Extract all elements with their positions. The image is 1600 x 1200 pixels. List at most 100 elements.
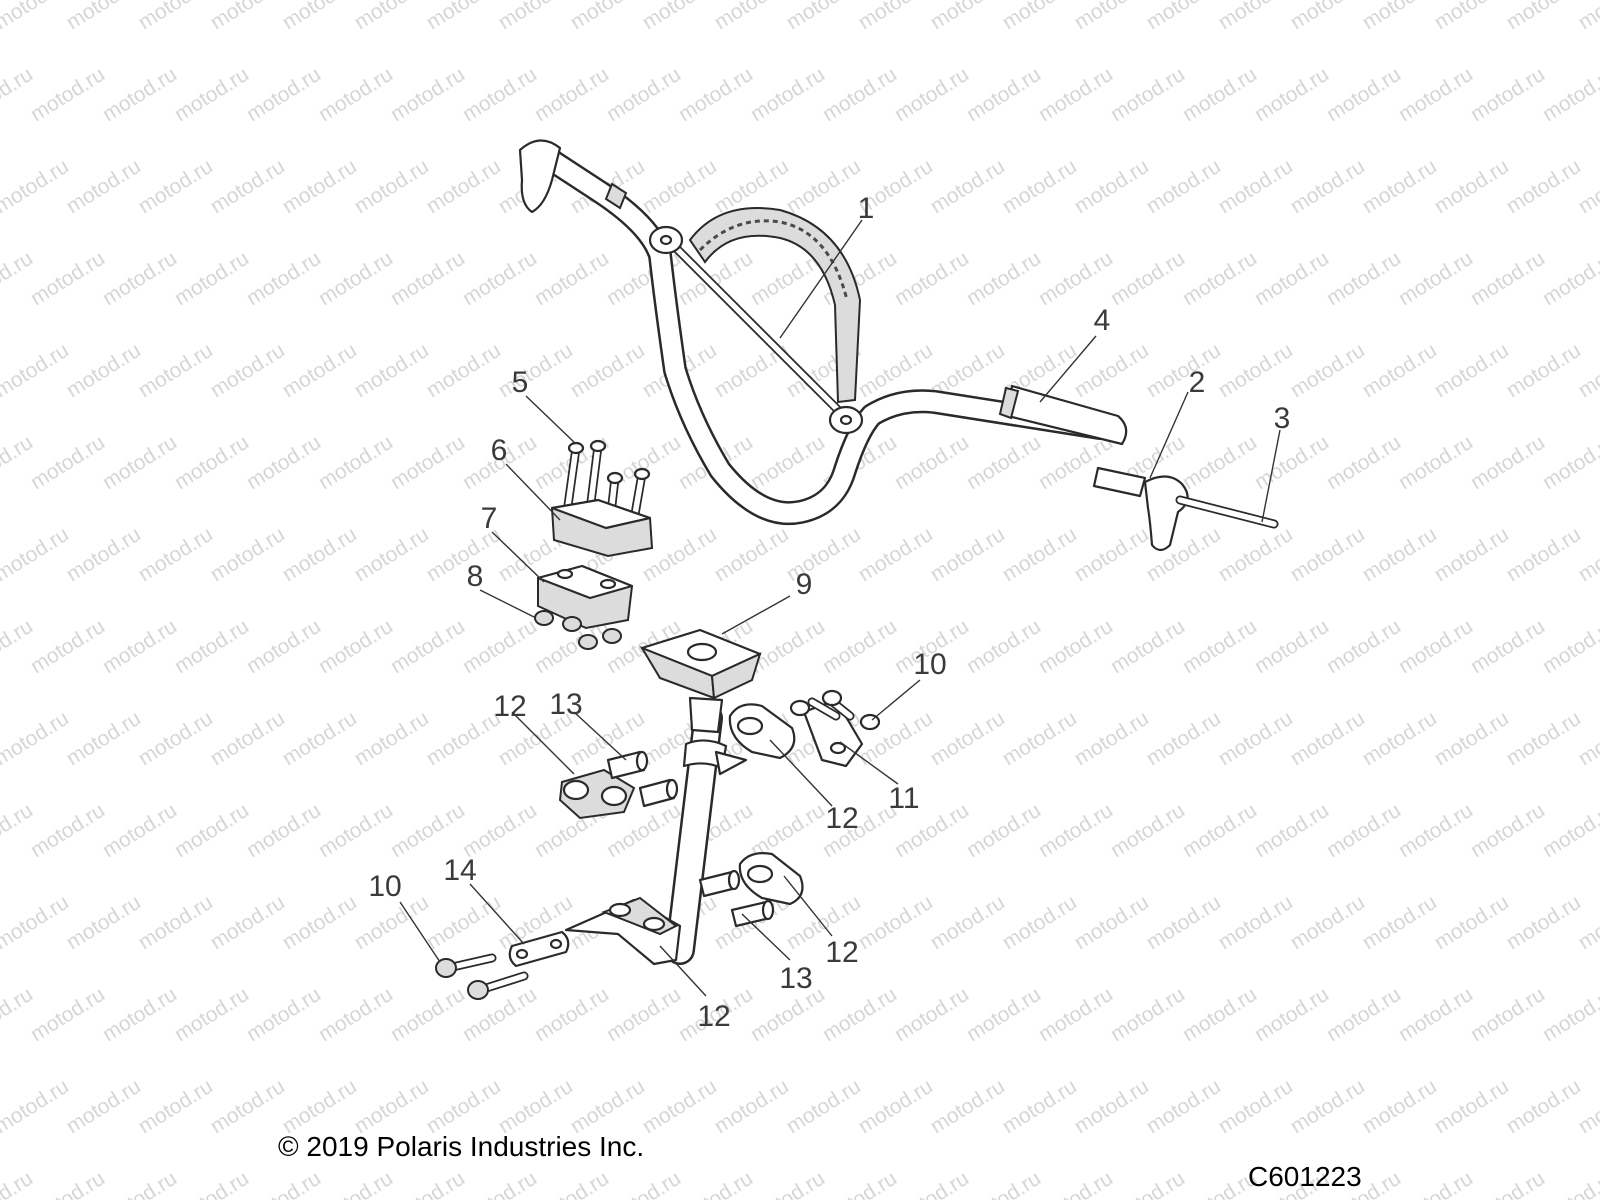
- watermark-text: motod.ru: [242, 63, 324, 126]
- watermark-text: motod.ru: [890, 63, 972, 126]
- watermark-text: motod.ru: [1178, 63, 1260, 126]
- watermark-text: motod.ru: [62, 1075, 144, 1138]
- watermark-text: motod.ru: [1034, 1167, 1116, 1200]
- watermark-text: motod.ru: [0, 799, 37, 862]
- watermark-text: motod.ru: [242, 983, 324, 1046]
- watermark-text: motod.ru: [242, 247, 324, 310]
- watermark-text: motod.ru: [1502, 339, 1584, 402]
- watermark-text: motod.ru: [1430, 891, 1512, 954]
- callout-14: 14: [443, 854, 476, 887]
- watermark-text: motod.ru: [1430, 523, 1512, 586]
- watermark-text: motod.ru: [422, 891, 504, 954]
- watermark-text: motod.ru: [0, 1167, 37, 1200]
- watermark-text: motod.ru: [1358, 523, 1440, 586]
- watermark-text: motod.ru: [854, 0, 936, 34]
- watermark-text: motod.ru: [314, 983, 396, 1046]
- watermark-text: motod.ru: [1538, 431, 1600, 494]
- watermark-text: motod.ru: [1538, 983, 1600, 1046]
- watermark-text: motod.ru: [314, 431, 396, 494]
- callout-10-right: 10: [913, 648, 946, 681]
- watermark-text: motod.ru: [1034, 63, 1116, 126]
- throttle-rod: [1175, 495, 1279, 529]
- watermark-text: motod.ru: [1178, 799, 1260, 862]
- watermark-text: motod.ru: [134, 0, 216, 34]
- callout-5: 5: [512, 366, 529, 399]
- watermark-text: motod.ru: [1358, 155, 1440, 218]
- watermark-text: motod.ru: [890, 247, 972, 310]
- watermark-text: motod.ru: [1142, 891, 1224, 954]
- callout-13-lower: 13: [779, 962, 812, 995]
- watermark-text: motod.ru: [386, 247, 468, 310]
- watermark-text: motod.ru: [962, 63, 1044, 126]
- watermark-text: motod.ru: [62, 155, 144, 218]
- watermark-text: motod.ru: [854, 891, 936, 954]
- watermark-text: motod.ru: [1394, 615, 1476, 678]
- watermark-text: motod.ru: [746, 431, 828, 494]
- watermark-text: motod.ru: [1394, 983, 1476, 1046]
- watermark-text: motod.ru: [206, 1075, 288, 1138]
- watermark-text: motod.ru: [566, 0, 648, 34]
- watermark-text: motod.ru: [1466, 247, 1548, 310]
- watermark-text: motod.ru: [1502, 891, 1584, 954]
- watermark-text: motod.ru: [998, 1075, 1080, 1138]
- watermark-text: motod.ru: [98, 615, 180, 678]
- watermark-text: motod.ru: [854, 1075, 936, 1138]
- watermark-text: motod.ru: [602, 63, 684, 126]
- watermark-text: motod.ru: [0, 431, 37, 494]
- watermark-text: motod.ru: [1466, 63, 1548, 126]
- watermark-text: motod.ru: [1574, 0, 1600, 34]
- watermark-text: motod.ru: [674, 1167, 756, 1200]
- watermark-text: motod.ru: [494, 1075, 576, 1138]
- watermark-text: motod.ru: [386, 1167, 468, 1200]
- watermark-text: motod.ru: [818, 615, 900, 678]
- callout-13-upper: 13: [549, 688, 582, 721]
- watermark-text: motod.ru: [530, 63, 612, 126]
- watermark-text: motod.ru: [818, 63, 900, 126]
- watermark-text: motod.ru: [1178, 431, 1260, 494]
- watermark-text: motod.ru: [926, 891, 1008, 954]
- watermark-text: motod.ru: [1250, 983, 1332, 1046]
- watermark-text: motod.ru: [134, 1075, 216, 1138]
- watermark-text: motod.ru: [1106, 983, 1188, 1046]
- watermark-text: motod.ru: [1466, 983, 1548, 1046]
- watermark-text: motod.ru: [1322, 615, 1404, 678]
- watermark-text: motod.ru: [26, 63, 108, 126]
- watermark-text: motod.ru: [1538, 247, 1600, 310]
- watermark-text: motod.ru: [350, 0, 432, 34]
- watermark-text: motod.ru: [1322, 431, 1404, 494]
- watermark-text: motod.ru: [1286, 0, 1368, 34]
- watermark-text: motod.ru: [494, 0, 576, 34]
- watermark-text: motod.ru: [314, 615, 396, 678]
- watermark-text: motod.ru: [170, 1167, 252, 1200]
- watermark-text: motod.ru: [1538, 1167, 1600, 1200]
- watermark-text: motod.ru: [0, 523, 73, 586]
- watermark-text: motod.ru: [1142, 339, 1224, 402]
- lower-clamp: [536, 564, 634, 630]
- watermark-text: motod.ru: [278, 891, 360, 954]
- watermark-text: motod.ru: [170, 247, 252, 310]
- watermark-text: motod.ru: [1178, 247, 1260, 310]
- watermark-text: motod.ru: [530, 1167, 612, 1200]
- watermark-text: motod.ru: [386, 431, 468, 494]
- watermark-text: motod.ru: [1430, 339, 1512, 402]
- grip: [998, 384, 1128, 446]
- bracket-plate: [789, 689, 881, 768]
- watermark-text: motod.ru: [206, 523, 288, 586]
- watermark-text: motod.ru: [458, 799, 540, 862]
- watermark-text: motod.ru: [1214, 0, 1296, 34]
- watermark-text: motod.ru: [818, 1167, 900, 1200]
- watermark-text: motod.ru: [1142, 707, 1224, 770]
- watermark-text: motod.ru: [26, 983, 108, 1046]
- watermark-text: motod.ru: [494, 339, 576, 402]
- watermark-text: motod.ru: [746, 63, 828, 126]
- watermark-text: motod.ru: [1358, 891, 1440, 954]
- watermark-text: motod.ru: [422, 339, 504, 402]
- watermark-text: motod.ru: [1034, 615, 1116, 678]
- watermark-text: motod.ru: [386, 63, 468, 126]
- callout-12-lower-right: 12: [825, 936, 858, 969]
- watermark-text: motod.ru: [1286, 155, 1368, 218]
- watermark-text: motod.ru: [134, 707, 216, 770]
- watermark-text: motod.ru: [350, 339, 432, 402]
- watermark-text: motod.ru: [782, 1075, 864, 1138]
- watermark-text: motod.ru: [1502, 707, 1584, 770]
